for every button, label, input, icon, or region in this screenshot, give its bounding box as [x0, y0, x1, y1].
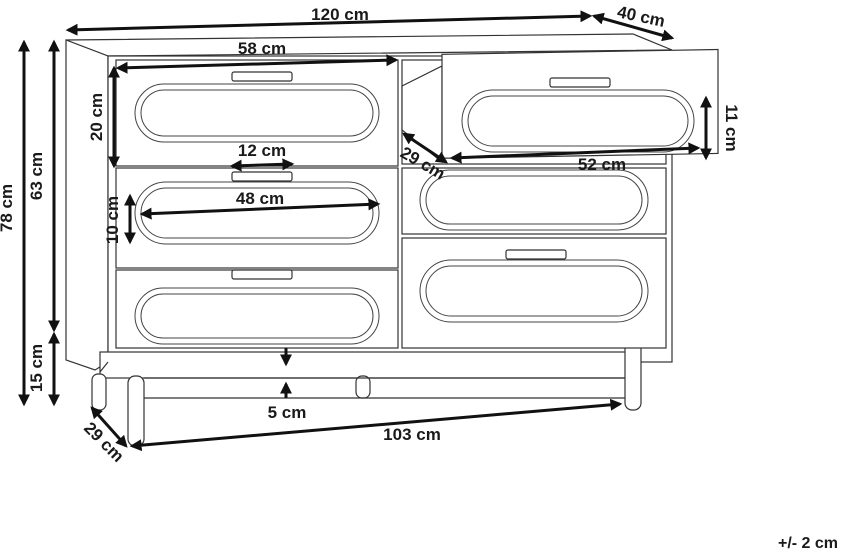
label-drawer-width: 58 cm — [238, 39, 286, 58]
arrow-total-width — [65, 10, 593, 36]
drawer-left-bottom — [115, 269, 399, 349]
leg-front-left-back — [91, 373, 107, 411]
label-drawer-inner-width: 52 cm — [578, 155, 626, 174]
arrow-leg-span — [129, 398, 623, 452]
label-drawer-inner-height: 11 cm — [722, 104, 741, 151]
arrow-rattan-width — [139, 198, 381, 220]
label-leg-height: 15 cm — [27, 344, 46, 392]
drawer-left-middle — [115, 167, 399, 269]
handle — [505, 249, 567, 260]
handle — [549, 77, 611, 88]
left-side-panel — [65, 39, 109, 371]
arrow-drawer-inner-width — [449, 142, 701, 164]
dimension-arrows — [18, 10, 712, 452]
dresser-body — [65, 33, 719, 447]
label-rattan-height: 10 cm — [103, 196, 122, 244]
label-floor-gap: 5 cm — [268, 403, 307, 422]
leg-back-middle — [355, 375, 371, 399]
label-rattan-width: 48 cm — [236, 189, 284, 208]
plinth-rail — [99, 351, 641, 379]
label-total-width: 120 cm — [311, 5, 369, 24]
drawer-right-bottom — [401, 237, 667, 349]
label-tolerance: +/- 2 cm — [778, 535, 838, 552]
leg-front-left — [127, 375, 145, 447]
drawer-open-top-right — [401, 48, 719, 165]
arrow-handle-width — [229, 158, 295, 172]
arrow-drawer-width — [115, 54, 399, 74]
label-handle-width: 12 cm — [238, 141, 286, 160]
label-drawer-height: 20 cm — [87, 93, 106, 141]
handle — [231, 269, 293, 280]
label-depth-top: 40 cm — [616, 2, 667, 31]
drawer-right-middle — [401, 167, 667, 235]
arrow-leg-depth — [90, 406, 128, 448]
arrow-drawer-depth — [402, 132, 448, 164]
label-total-height: 78 cm — [0, 184, 16, 232]
label-leg-span: 103 cm — [383, 425, 441, 444]
arrow-depth-top — [591, 12, 675, 42]
handle — [231, 71, 293, 82]
label-body-height: 63 cm — [27, 152, 46, 200]
handle — [231, 171, 293, 182]
leg-front-right — [624, 339, 642, 411]
